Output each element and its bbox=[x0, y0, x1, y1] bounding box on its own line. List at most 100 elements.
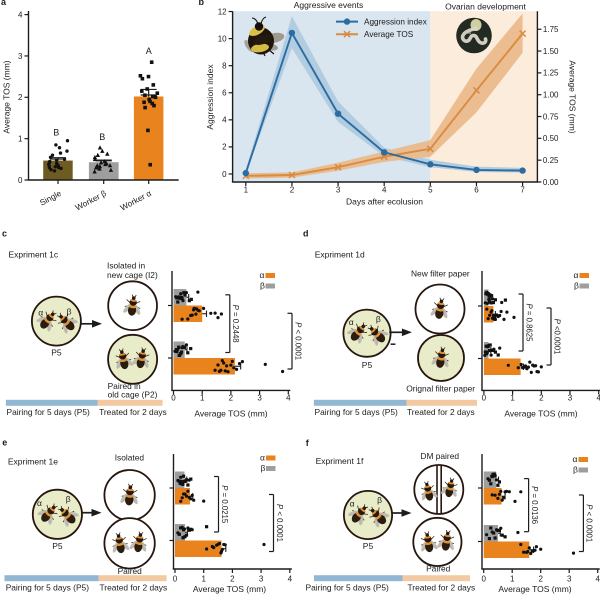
svg-text:Isolated in: Isolated in bbox=[107, 261, 146, 271]
svg-text:P = 0.0215: P = 0.0215 bbox=[220, 485, 229, 524]
svg-text:Average TOS (mm): Average TOS (mm) bbox=[568, 60, 578, 133]
svg-text:2: 2 bbox=[290, 186, 295, 195]
svg-text:1: 1 bbox=[510, 575, 515, 584]
svg-text:Treated for 2 days: Treated for 2 days bbox=[407, 407, 475, 417]
svg-text:Paired: Paired bbox=[426, 564, 451, 574]
svg-text:β: β bbox=[261, 463, 266, 473]
svg-text:P <0.0001: P <0.0001 bbox=[552, 319, 561, 355]
svg-text:6: 6 bbox=[222, 89, 227, 98]
svg-text:Average TOS (mm): Average TOS (mm) bbox=[194, 409, 267, 419]
svg-text:Ovarian development: Ovarian development bbox=[445, 2, 526, 12]
svg-text:DM paired: DM paired bbox=[420, 451, 459, 461]
svg-text:α: α bbox=[350, 499, 355, 509]
svg-text:Average TOS (mm): Average TOS (mm) bbox=[193, 584, 266, 594]
svg-text:2: 2 bbox=[18, 93, 23, 102]
svg-text:3: 3 bbox=[568, 394, 573, 403]
svg-text:α: α bbox=[349, 317, 354, 327]
svg-text:0: 0 bbox=[171, 394, 176, 403]
svg-text:Expriment 1c: Expriment 1c bbox=[9, 250, 59, 260]
svg-text:1: 1 bbox=[244, 186, 249, 195]
svg-text:Average TOS (mm): Average TOS (mm) bbox=[2, 60, 12, 133]
svg-text:P5: P5 bbox=[363, 541, 374, 551]
svg-text:Isolated: Isolated bbox=[115, 453, 145, 463]
svg-text:2: 2 bbox=[229, 394, 234, 403]
svg-text:0: 0 bbox=[482, 394, 487, 403]
svg-text:β: β bbox=[377, 495, 382, 505]
svg-text:Pairing for 5 days (P5): Pairing for 5 days (P5) bbox=[315, 407, 399, 417]
svg-text:Paired in: Paired in bbox=[108, 381, 141, 391]
svg-text:3: 3 bbox=[336, 186, 341, 195]
svg-text:α: α bbox=[260, 270, 265, 280]
svg-text:Orignal filter paper: Orignal filter paper bbox=[406, 384, 475, 394]
svg-text:old cage (P2): old cage (P2) bbox=[108, 390, 158, 400]
svg-text:Expriment 1d: Expriment 1d bbox=[315, 250, 365, 260]
svg-text:0: 0 bbox=[481, 575, 486, 584]
svg-text:α: α bbox=[574, 270, 579, 280]
svg-text:P < 0.0001: P < 0.0001 bbox=[585, 504, 594, 542]
svg-text:0: 0 bbox=[222, 170, 227, 179]
svg-text:new cage (I2): new cage (I2) bbox=[107, 270, 158, 280]
svg-text:3: 3 bbox=[567, 575, 572, 584]
svg-text:b: b bbox=[199, 0, 205, 7]
svg-text:5: 5 bbox=[428, 186, 433, 195]
svg-text:Treated for 2 days: Treated for 2 days bbox=[99, 407, 167, 417]
svg-text:Paired: Paired bbox=[118, 566, 143, 576]
svg-text:P = 0.2448: P = 0.2448 bbox=[231, 305, 240, 343]
svg-text:New filter paper: New filter paper bbox=[411, 269, 470, 279]
svg-text:4: 4 bbox=[382, 186, 387, 195]
svg-text:d: d bbox=[303, 229, 309, 239]
svg-text:4: 4 bbox=[595, 575, 600, 584]
svg-text:P = 0.8625: P = 0.8625 bbox=[524, 304, 533, 343]
svg-text:Pairing for 5 days (P5): Pairing for 5 days (P5) bbox=[6, 583, 90, 593]
svg-text:0.25: 0.25 bbox=[543, 156, 559, 165]
svg-text:7: 7 bbox=[520, 186, 525, 195]
svg-text:Average TOS: Average TOS bbox=[364, 30, 414, 39]
svg-text:α: α bbox=[38, 308, 43, 318]
svg-text:α: α bbox=[260, 453, 265, 463]
svg-text:Aggression index: Aggression index bbox=[205, 64, 215, 130]
svg-text:1.75: 1.75 bbox=[543, 25, 559, 34]
svg-text:A: A bbox=[146, 46, 152, 56]
svg-text:2: 2 bbox=[222, 143, 227, 152]
svg-text:f: f bbox=[306, 438, 310, 448]
svg-text:β: β bbox=[574, 281, 579, 291]
svg-text:4: 4 bbox=[286, 394, 291, 403]
svg-text:Pairing for 5 days (P5): Pairing for 5 days (P5) bbox=[306, 583, 390, 593]
svg-text:P < 0.0001: P < 0.0001 bbox=[293, 322, 302, 360]
svg-text:P5: P5 bbox=[52, 541, 63, 551]
svg-text:0: 0 bbox=[173, 575, 178, 584]
svg-text:8: 8 bbox=[222, 61, 227, 70]
svg-text:P5: P5 bbox=[362, 360, 373, 370]
svg-text:β: β bbox=[376, 314, 381, 324]
svg-text:3: 3 bbox=[257, 394, 262, 403]
svg-text:B: B bbox=[99, 132, 105, 142]
svg-text:1.50: 1.50 bbox=[543, 47, 559, 56]
svg-text:2: 2 bbox=[539, 394, 544, 403]
svg-text:β: β bbox=[260, 281, 265, 291]
svg-text:Average TOS (mm): Average TOS (mm) bbox=[504, 409, 577, 419]
svg-text:Average TOS (mm): Average TOS (mm) bbox=[498, 584, 571, 594]
svg-text:1: 1 bbox=[200, 394, 205, 403]
svg-text:4: 4 bbox=[288, 575, 293, 584]
svg-text:6: 6 bbox=[474, 186, 479, 195]
svg-text:10: 10 bbox=[218, 34, 227, 43]
svg-text:β: β bbox=[66, 494, 71, 504]
svg-text:4: 4 bbox=[222, 116, 227, 125]
svg-text:1: 1 bbox=[18, 134, 23, 143]
svg-text:Aggression index: Aggression index bbox=[364, 18, 427, 27]
svg-text:β: β bbox=[67, 306, 72, 316]
svg-text:1: 1 bbox=[510, 394, 515, 403]
svg-text:4: 4 bbox=[596, 394, 600, 403]
svg-text:Treated for 2 days: Treated for 2 days bbox=[100, 583, 168, 593]
svg-text:Pairing for 5 days (P5): Pairing for 5 days (P5) bbox=[7, 407, 91, 417]
svg-text:Treated for 2 days: Treated for 2 days bbox=[408, 583, 476, 593]
svg-text:a: a bbox=[1, 0, 7, 7]
svg-text:1: 1 bbox=[201, 575, 206, 584]
svg-text:α: α bbox=[37, 498, 42, 508]
svg-text:Aggressive events: Aggressive events bbox=[294, 0, 363, 10]
svg-text:Days after ecolusion: Days after ecolusion bbox=[346, 197, 423, 207]
svg-text:1.25: 1.25 bbox=[543, 69, 559, 78]
svg-text:B: B bbox=[53, 127, 59, 137]
svg-text:0.00: 0.00 bbox=[543, 178, 559, 187]
svg-text:12: 12 bbox=[218, 7, 227, 16]
